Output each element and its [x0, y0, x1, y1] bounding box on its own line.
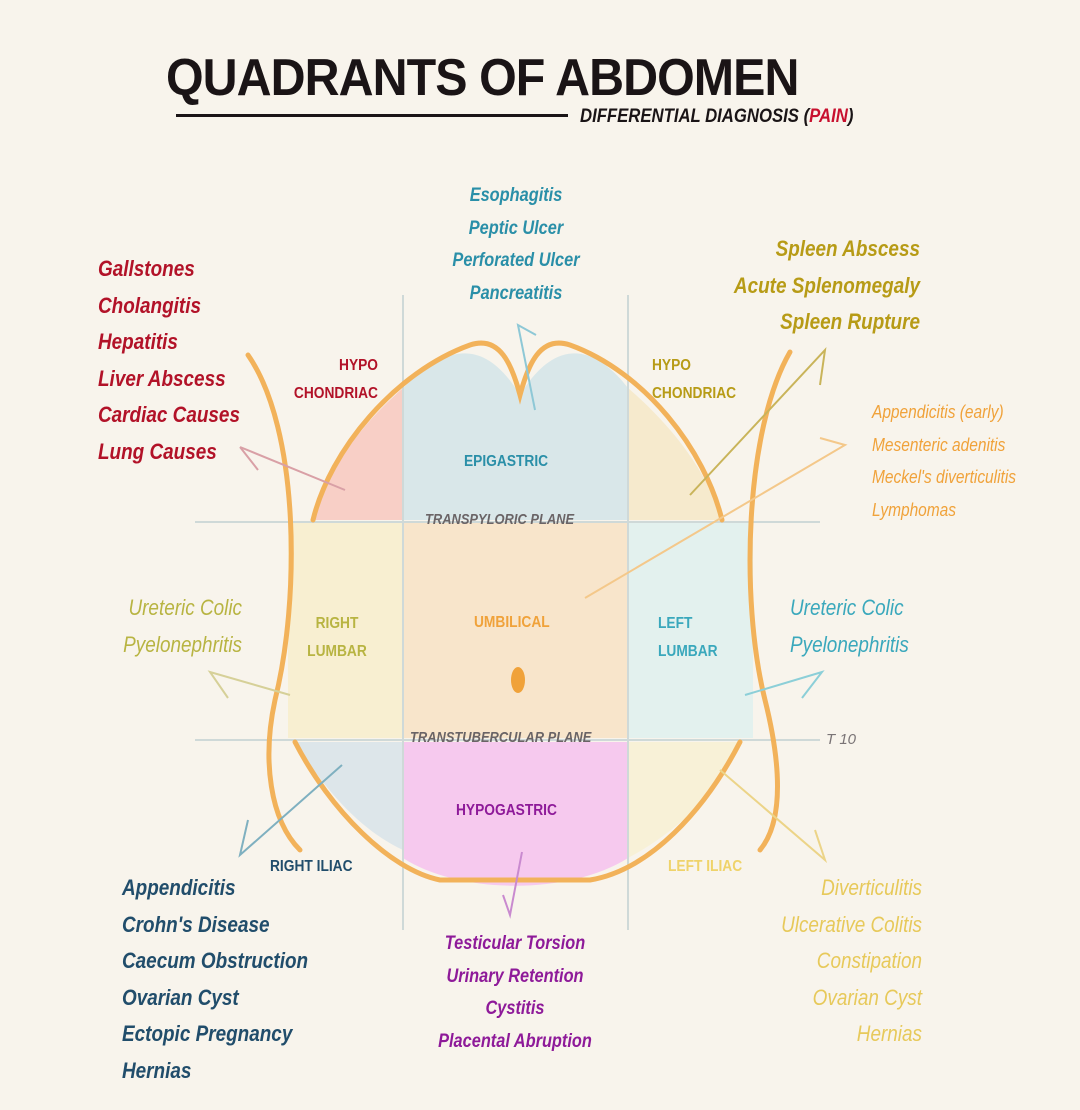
diagnosis-item: Testicular Torsion [444, 933, 586, 954]
region-label-line: LUMBAR [307, 643, 367, 660]
region-label-line: CHONDRIAC [652, 385, 737, 402]
right-lumbar-region [288, 523, 403, 738]
left-lumbar-label: LEFT LUMBAR [658, 610, 718, 666]
diagnosis-item: Mesenteric adenitis [872, 434, 1006, 455]
umbilical-region [403, 523, 628, 738]
subtitle-suffix: ) [847, 106, 854, 127]
diagnosis-item: Spleen Rupture [780, 309, 920, 334]
left-iliac-diagnoses: Diverticulitis Ulcerative Colitis Consti… [722, 870, 922, 1053]
umbilical-label: UMBILICAL [474, 614, 550, 631]
left-iliac-region [628, 742, 740, 858]
diagnosis-item: Meckel's diverticulitis [872, 467, 1017, 487]
umbilical-diagnoses: Appendicitis (early) Mesenteric adenitis… [872, 396, 1016, 526]
vertebral-level-label: T 10 [826, 731, 857, 748]
diagnosis-item: Crohn's Disease [122, 911, 270, 937]
diagnosis-item: Placental Abruption [438, 1030, 592, 1052]
diagnosis-item: Hepatitis [98, 329, 178, 354]
right-hypochondriac-label: HYPO CHONDRIAC [292, 352, 378, 408]
right-lumbar-diagnoses: Ureteric Colic Pyelonephritis [68, 590, 242, 663]
epigastric-label: EPIGASTRIC [464, 453, 549, 470]
diagnosis-item: Appendicitis [122, 875, 236, 900]
diagnosis-item: Pancreatitis [469, 282, 563, 304]
left-iliac-label: LEFT ILIAC [668, 858, 743, 875]
region-label-line: CHONDRIAC [293, 385, 378, 402]
region-label-line: RIGHT [315, 615, 359, 632]
torso-outline [245, 340, 793, 883]
right-lumbar-label: RIGHT LUMBAR [298, 610, 375, 666]
right-iliac-diagnoses: Appendicitis Crohn's Disease Caecum Obst… [122, 870, 308, 1089]
diagnosis-item: Urinary Retention [446, 965, 584, 987]
diagnosis-item: Ectopic Pregnancy [122, 1021, 293, 1046]
diagnosis-item: Peptic Ulcer [468, 217, 564, 239]
diagnosis-item: Pyelonephritis [123, 631, 242, 657]
left-lumbar-region [628, 523, 753, 738]
diagnosis-item: Diverticulitis [821, 875, 922, 900]
diagnosis-item: Caecum Obstruction [122, 948, 309, 973]
diagnosis-item: Ovarian Cyst [812, 984, 922, 1010]
diagnosis-item: Cystitis [485, 998, 545, 1019]
diagnosis-item: Spleen Abscess [775, 236, 920, 261]
page-title: QUADRANTS OF ABDOMEN [166, 49, 799, 107]
epigastric-region [403, 353, 628, 520]
region-label-line: HYPO [652, 357, 691, 374]
region-label-line: LUMBAR [658, 643, 718, 660]
diagnosis-item: Ulcerative Colitis [781, 911, 922, 937]
diagnosis-item: Ureteric Colic [128, 595, 242, 620]
diagnosis-item: Ureteric Colic [790, 595, 904, 620]
title-underline [176, 114, 568, 117]
diagnosis-item: Liver Abscess [98, 365, 226, 391]
epigastric-diagnoses: Esophagitis Peptic Ulcer Perforated Ulce… [430, 180, 602, 310]
subtitle-prefix: DIFFERENTIAL DIAGNOSIS ( [580, 106, 810, 127]
region-label-line: LEFT [658, 615, 693, 632]
subtitle-highlight: PAIN [809, 106, 848, 127]
right-hypochondriac-diagnoses: Gallstones Cholangitis Hepatitis Liver A… [98, 251, 240, 470]
left-hypochondriac-label: HYPO CHONDRIAC [652, 352, 736, 408]
umbilicus [511, 667, 525, 693]
transtubercular-plane-label: TRANSTUBERCULAR PLANE [410, 729, 592, 746]
diagnosis-item: Appendicitis (early) [872, 402, 1004, 422]
diagnosis-item: Perforated Ulcer [452, 250, 580, 271]
diagnosis-item: Hernias [122, 1057, 192, 1083]
right-iliac-region [295, 742, 403, 850]
right-iliac-label: RIGHT ILIAC [270, 858, 353, 875]
diagnosis-item: Cardiac Causes [98, 402, 240, 427]
left-lumbar-diagnoses: Ureteric Colic Pyelonephritis [790, 590, 909, 663]
diagnosis-item: Lung Causes [98, 438, 217, 464]
left-hypochondriac-diagnoses: Spleen Abscess Acute Splenomegaly Spleen… [696, 231, 920, 341]
diagnosis-item: Cholangitis [98, 292, 202, 318]
hypogastric-label: HYPOGASTRIC [456, 802, 557, 819]
diagnosis-item: Constipation [816, 948, 922, 973]
diagnosis-item: Acute Splenomegaly [733, 272, 920, 298]
callout-arrows [207, 323, 848, 919]
transpyloric-plane-label: TRANSPYLORIC PLANE [425, 511, 575, 528]
diagnosis-item: Hernias [856, 1021, 922, 1046]
hypogastric-diagnoses: Testicular Torsion Urinary Retention Cys… [416, 928, 614, 1058]
hypogastric-region [403, 742, 628, 886]
page-subtitle: DIFFERENTIAL DIAGNOSIS (PAIN) [580, 106, 853, 128]
diagnosis-item: Gallstones [98, 256, 195, 281]
diagnosis-item: Esophagitis [469, 185, 563, 206]
region-label-line: HYPO [339, 357, 378, 374]
diagnosis-item: Lymphomas [872, 499, 957, 520]
diagnosis-item: Ovarian Cyst [122, 984, 239, 1010]
diagnosis-item: Pyelonephritis [790, 631, 909, 657]
